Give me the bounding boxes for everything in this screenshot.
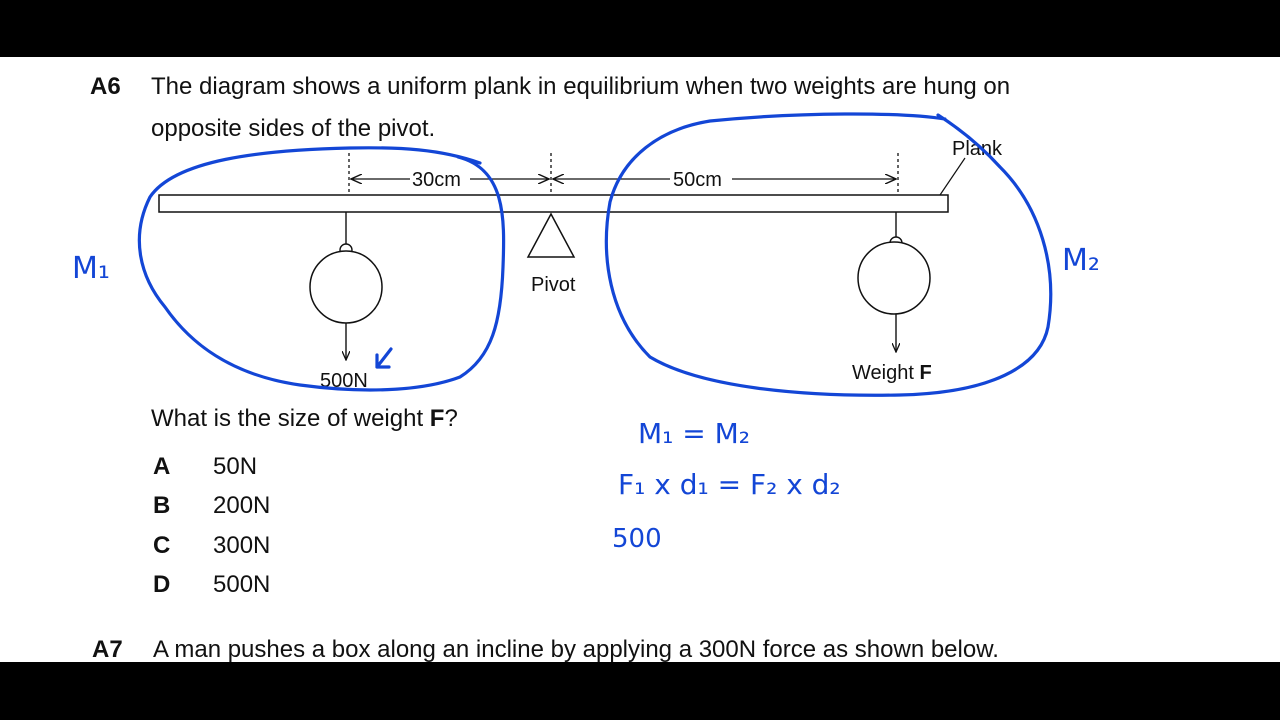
working-value: 500 bbox=[612, 524, 662, 554]
question-number-a6: A6 bbox=[90, 73, 121, 100]
plank-label: Plank bbox=[952, 138, 1003, 160]
pivot-triangle bbox=[526, 212, 576, 258]
right-moment-label: M₂ bbox=[1062, 243, 1100, 278]
left-moment-label: M₁ bbox=[72, 251, 110, 286]
right-moment-loop bbox=[604, 112, 1053, 397]
question-number-a7: A7 bbox=[92, 636, 123, 662]
question-prompt: What is the size of weight F? bbox=[151, 405, 458, 432]
plank-leader-line bbox=[939, 157, 966, 196]
left-distance-label: 30cm bbox=[412, 169, 461, 191]
right-distance-label: 50cm bbox=[673, 169, 722, 191]
right-weight-label: Weight F bbox=[852, 362, 932, 384]
plank bbox=[158, 194, 949, 213]
option-a-value[interactable]: 50N bbox=[213, 453, 258, 480]
option-c-letter[interactable]: C bbox=[153, 532, 171, 559]
option-d-letter[interactable]: D bbox=[153, 571, 171, 598]
left-weight-label: 500N bbox=[320, 370, 368, 392]
option-a-letter[interactable]: A bbox=[153, 453, 171, 480]
question-text-line1: The diagram shows a uniform plank in equ… bbox=[151, 73, 1011, 100]
question-text-line2: opposite sides of the pivot. bbox=[151, 115, 436, 142]
option-d-value[interactable]: 500N bbox=[213, 571, 271, 598]
equation-force-distance: F₁ x d₁ = F₂ x d₂ bbox=[618, 468, 841, 501]
left-weight-mark-icon bbox=[375, 347, 393, 369]
option-b-letter[interactable]: B bbox=[153, 492, 171, 519]
left-moment-loop bbox=[137, 146, 506, 392]
right-weight-mass bbox=[857, 241, 931, 315]
option-b-value[interactable]: 200N bbox=[213, 492, 271, 519]
lever-diagram: Plank 30cm 50cm Pivot 500N Weight F M₁ bbox=[72, 112, 1100, 554]
question-a7-text: A man pushes a box along an incline by a… bbox=[153, 636, 999, 662]
equation-moments: M₁ = M₂ bbox=[638, 417, 750, 450]
pivot-label: Pivot bbox=[531, 274, 576, 296]
option-c-value[interactable]: 300N bbox=[213, 532, 271, 559]
left-weight-mass bbox=[309, 250, 383, 324]
worksheet-page: A6 The diagram shows a uniform plank in … bbox=[0, 57, 1280, 662]
